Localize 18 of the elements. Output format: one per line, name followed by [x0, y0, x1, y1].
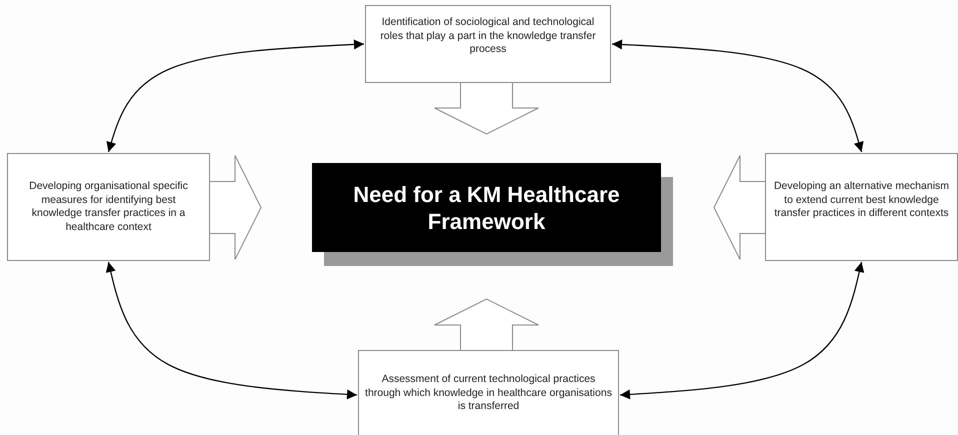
arrow	[106, 39, 364, 152]
central-box	[312, 163, 661, 252]
block-arrow	[434, 82, 539, 135]
box-text: Identification of sociological and technological roles that play a part in the knowledge transfer process	[379, 16, 597, 56]
arrow	[612, 39, 864, 152]
box-text: Assessment of current technological practices through which knowledge in healthcare organisations is transferred	[365, 373, 612, 414]
process-box	[765, 153, 958, 261]
central-title: Need for a KM Healthcare Framework	[352, 180, 621, 234]
block-arrow	[208, 155, 262, 260]
arrow	[106, 262, 358, 400]
box-text: Developing organisational specific measures for identifying best knowledge transfer practices in a healthcare context	[28, 180, 189, 234]
block-arrow	[434, 298, 539, 352]
box-text: Developing an alternative mechanism to extend current best knowledge transfer practices in different contexts	[772, 180, 950, 220]
process-box	[7, 153, 210, 261]
process-box	[358, 350, 619, 435]
arrow	[620, 262, 864, 400]
process-box	[365, 5, 611, 83]
block-arrow	[713, 155, 766, 260]
